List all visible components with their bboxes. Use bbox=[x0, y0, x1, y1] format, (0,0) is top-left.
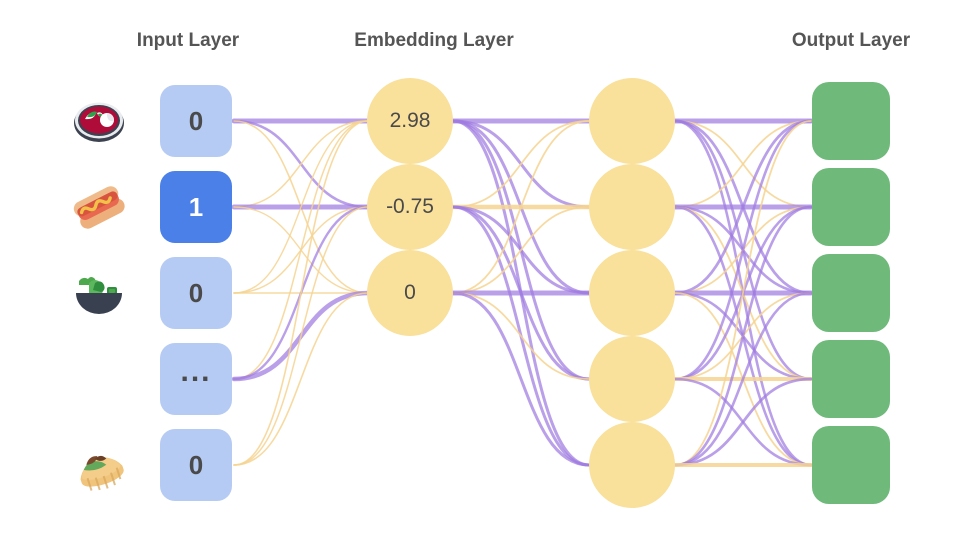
hidden-node-1[interactable] bbox=[589, 164, 675, 250]
hidden-node-3[interactable] bbox=[589, 336, 675, 422]
steak-plate-icon bbox=[70, 92, 128, 150]
output-node-4[interactable] bbox=[812, 426, 890, 504]
edge-hidden-to-output-4-3 bbox=[673, 377, 813, 467]
input-node-0[interactable]: 0 bbox=[160, 85, 232, 157]
input-node-4[interactable]: 0 bbox=[160, 429, 232, 501]
edge-hidden-to-output-2-0 bbox=[673, 119, 813, 295]
output-node-0[interactable] bbox=[812, 82, 890, 160]
input-layer-title: Input Layer bbox=[136, 30, 240, 51]
edge-embedding-to-hidden-2-3 bbox=[452, 292, 590, 380]
edge-input-to-embedding-4-2 bbox=[233, 292, 369, 466]
edge-input-to-embedding-4-0 bbox=[233, 120, 369, 466]
output-node-3[interactable] bbox=[812, 340, 890, 418]
edge-embedding-to-hidden-2-1 bbox=[452, 206, 590, 294]
embedding-layer-title: Embedding Layer bbox=[354, 30, 514, 51]
input-node-1[interactable]: 1 bbox=[160, 171, 232, 243]
edge-embedding-to-hidden-2-4 bbox=[451, 291, 591, 467]
edge-hidden-to-output-1-0 bbox=[674, 120, 812, 208]
embedding-node-1[interactable]: -0.75 bbox=[367, 164, 453, 250]
edge-hidden-to-output-4-1 bbox=[673, 205, 813, 467]
edge-hidden-to-output-4-0 bbox=[674, 120, 812, 466]
edge-embedding-to-hidden-1-0 bbox=[452, 120, 590, 208]
edge-hidden-to-output-4-2 bbox=[673, 291, 813, 467]
hidden-node-0[interactable] bbox=[589, 78, 675, 164]
embedding-node-2[interactable]: 0 bbox=[367, 250, 453, 336]
input-node-2[interactable]: 0 bbox=[160, 257, 232, 329]
hot-dog-icon bbox=[70, 178, 128, 236]
edge-input-to-embedding-2-0 bbox=[233, 120, 369, 294]
edge-input-to-embedding-1-0 bbox=[233, 120, 369, 208]
output-layer-title: Output Layer bbox=[791, 30, 911, 51]
hidden-node-2[interactable] bbox=[589, 250, 675, 336]
edge-embedding-to-hidden-2-0 bbox=[452, 120, 590, 294]
output-node-1[interactable] bbox=[812, 168, 890, 246]
hidden-node-4[interactable] bbox=[589, 422, 675, 508]
salad-bowl-icon bbox=[70, 264, 128, 322]
edge-input-to-embedding-3-0 bbox=[233, 120, 369, 380]
taco-icon bbox=[70, 436, 128, 494]
edge-hidden-to-output-3-0 bbox=[673, 119, 813, 381]
input-node-3[interactable]: ... bbox=[160, 343, 232, 415]
embedding-node-0[interactable]: 2.98 bbox=[367, 78, 453, 164]
output-node-2[interactable] bbox=[812, 254, 890, 332]
edge-input-to-embedding-4-1 bbox=[233, 206, 369, 466]
